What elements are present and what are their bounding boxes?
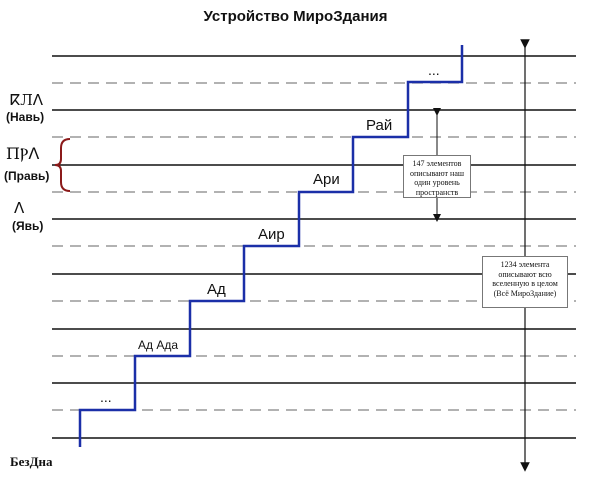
space-level-note: 147 элементов описывают наш один уровень… <box>403 155 471 198</box>
step-label-ad: Ад <box>207 281 226 298</box>
step-label-bottom: ... <box>100 389 112 405</box>
step-label-air: Аир <box>258 226 285 243</box>
bezdna-label: БезДна <box>10 454 53 469</box>
step-label-top: ... <box>428 62 440 78</box>
prav-label: (Правь) <box>4 169 49 183</box>
yav-glyph: ⴷ <box>14 199 25 217</box>
prav-brace-icon <box>54 138 71 192</box>
nav-glyph: ⴽЛⴷ <box>10 91 44 109</box>
step-labels: ... Ад Ада Ад Аир Ари Рай ... <box>100 62 440 405</box>
universe-note: 1234 элемента описывают всю вселенную в … <box>482 256 568 308</box>
step-label-ari: Ари <box>313 171 340 188</box>
step-label-rai: Рай <box>366 117 392 134</box>
prav-glyph: ПⲢⴷ <box>6 144 39 163</box>
yav-label: (Явь) <box>12 219 43 233</box>
nav-label: (Навь) <box>6 110 44 124</box>
staircase-path <box>78 45 464 447</box>
level-lines <box>52 55 576 439</box>
step-label-ad-ada: Ад Ада <box>138 338 178 352</box>
diagram-title: Устройство МироЗдания <box>203 8 388 25</box>
